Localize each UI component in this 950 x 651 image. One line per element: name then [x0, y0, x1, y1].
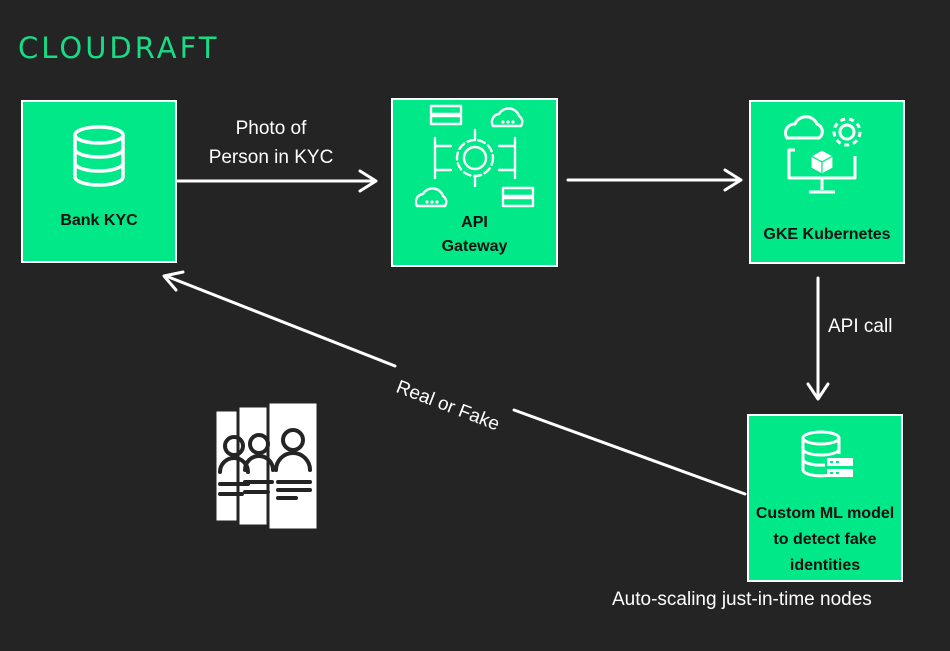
node-custom-ml-model[interactable]: Custom ML model to detect fake identitie…: [747, 414, 903, 582]
arrowhead-kyc: [162, 270, 185, 292]
cloud-computer-gear-icon: [783, 115, 862, 194]
arrowhead-model: [806, 382, 830, 401]
node-bank-kyc[interactable]: Bank KYC: [21, 100, 177, 263]
edge-model-to-kyc-a: [512, 408, 747, 496]
edge-label-api-call: API call: [828, 316, 893, 337]
edge-label-photo: Photo of Person in KYC: [208, 118, 334, 168]
node-label-gke-kubernetes: GKE Kubernetes: [763, 226, 891, 243]
arrowhead-gke: [723, 168, 743, 192]
id-documents-icon: [213, 402, 320, 532]
database-server-icon: [801, 430, 853, 478]
node-gke-kubernetes[interactable]: GKE Kubernetes: [749, 100, 905, 264]
node-label-api-gateway: API Gateway: [441, 214, 508, 255]
autoscaling-note: Auto-scaling just-in-time nodes: [612, 589, 872, 610]
database-icon: [73, 125, 125, 187]
node-api-gateway[interactable]: API Gateway: [391, 98, 558, 267]
arrowhead-gateway: [358, 169, 378, 193]
api-gateway-icon: [415, 104, 535, 208]
node-label-custom-ml-model: Custom ML model to detect fake identitie…: [755, 505, 895, 574]
edge-model-to-kyc-b: [164, 274, 397, 368]
brand-logo: CLOUDRAFT: [18, 31, 220, 65]
node-label-bank-kyc: Bank KYC: [60, 212, 138, 229]
